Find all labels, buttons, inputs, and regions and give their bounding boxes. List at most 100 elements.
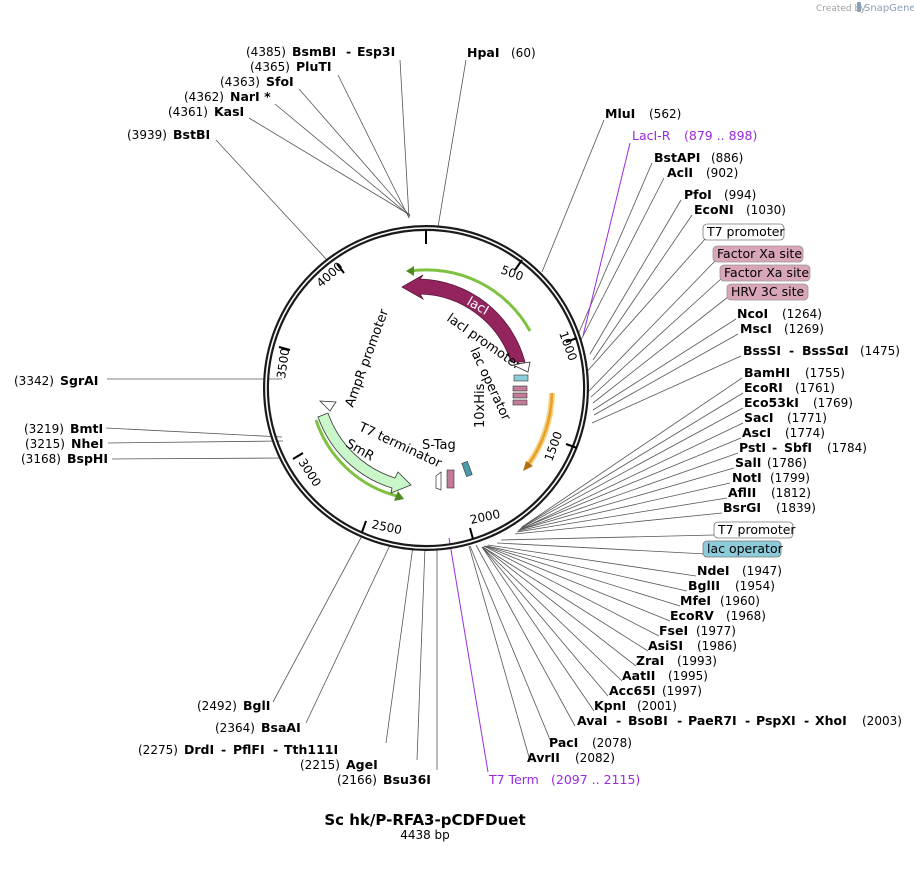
enzyme-mfei[interactable]: MfeI (1960) — [680, 593, 760, 608]
enzyme-bsrgi[interactable]: BsrGI (1839) — [723, 500, 816, 515]
enzyme-ecori[interactable]: EcoRI (1761) — [744, 380, 835, 395]
enzyme-ndei[interactable]: NdeI (1947) — [697, 563, 782, 578]
enzyme-bsssi-bsssai[interactable]: BssSI - BssSαI (1475) — [743, 343, 900, 358]
enzyme-bsmbi-esp3i[interactable]: (4385) BsmBI - Esp3I — [246, 44, 395, 59]
enzyme-bsphi[interactable]: (3168) BspHI — [21, 451, 108, 466]
enzyme-ncoi[interactable]: NcoI (1264) — [737, 306, 822, 321]
s-tag-box — [461, 461, 473, 477]
enzyme-name: AsiSI — [648, 638, 683, 653]
enzyme-msci[interactable]: MscI (1269) — [740, 321, 824, 336]
smr-gene-arrow[interactable] — [317, 412, 412, 494]
enzyme-hpai[interactable]: HpaI (60) — [467, 45, 536, 60]
enzyme-name: MluI — [605, 106, 635, 121]
primer-range: (879 .. 898) — [684, 128, 757, 143]
enzyme-bstapi[interactable]: BstAPI (886) — [654, 150, 743, 165]
feature-t7-promoter-2[interactable]: T7 promoter — [713, 521, 796, 539]
enzyme-bglii[interactable]: BglII (1954) — [688, 578, 775, 593]
enzyme-bgli[interactable]: (2492) BglI — [197, 698, 270, 713]
primer-name: T7 Term — [488, 772, 539, 787]
feature-t7-promoter-1[interactable]: T7 promoter — [702, 223, 785, 241]
svg-text:-: - — [616, 713, 621, 728]
enzyme-paci[interactable]: PacI (2078) — [549, 735, 632, 750]
svg-text:lac operator: lac operator — [707, 541, 784, 556]
enzyme-ecorv[interactable]: EcoRV (1968) — [670, 608, 766, 623]
enzyme-eco53ki[interactable]: Eco53kI (1769) — [744, 395, 853, 410]
enzyme-kpni[interactable]: KpnI (2001) — [594, 698, 677, 713]
enzyme-zrai[interactable]: ZraI (1993) — [636, 653, 717, 668]
enzyme-kasi[interactable]: (4361) KasI — [168, 104, 244, 119]
enzyme-bamhi[interactable]: BamHI (1755) — [744, 365, 845, 380]
enzyme-agei[interactable]: (2215) AgeI — [300, 757, 378, 772]
enzyme-name: SbfI — [784, 440, 812, 455]
enzyme-name: PstI — [739, 440, 766, 455]
enzyme-bmti[interactable]: (3219) BmtI — [24, 421, 103, 436]
primer-name: LacI-R — [632, 128, 671, 143]
enzyme-pfoi[interactable]: PfoI (994) — [684, 187, 756, 202]
laci-gene-arrow[interactable] — [401, 274, 526, 363]
enzyme-bsaai[interactable]: (2364) BsaAI — [215, 720, 301, 735]
enzyme-name: AvrII — [527, 750, 560, 765]
smr-orf-arrow — [314, 419, 398, 498]
enzyme-name: Esp3I — [357, 44, 395, 59]
enzyme-pluti[interactable]: (4365) PluTI — [250, 59, 332, 74]
enzyme-sali[interactable]: SalI (1786) — [735, 455, 807, 470]
enzyme-position: (4363) — [220, 75, 260, 89]
enzyme-aflii[interactable]: AflII (1812) — [728, 485, 811, 500]
enzyme-bstbi[interactable]: (3939) BstBI — [127, 127, 210, 142]
enzyme-name: NheI — [71, 436, 104, 451]
enzyme-name: AclI — [667, 165, 693, 180]
enzyme-avrii[interactable]: AvrII (2082) — [527, 750, 615, 765]
enzyme-sgrai[interactable]: (3342) SgrAI — [14, 373, 98, 388]
enzyme-position: (1475) — [860, 344, 900, 358]
enzyme-nari[interactable]: (4362) NarI * — [184, 89, 271, 104]
enzyme-name: PspXI — [756, 713, 796, 728]
feature-lac-operator[interactable]: lac operator — [702, 540, 784, 558]
site-box-2 — [512, 392, 528, 399]
svg-text:-: - — [677, 713, 682, 728]
site-box-3 — [512, 399, 528, 406]
primer-t7-term[interactable]: T7 Term (2097 .. 2115) — [488, 772, 640, 787]
svg-text:-: - — [804, 713, 809, 728]
lac-operator-box — [513, 374, 529, 382]
enzyme-name: BssSI — [743, 343, 781, 358]
feature-factor-xa-site-1[interactable]: Factor Xa site — [712, 245, 804, 263]
enzyme-fsei[interactable]: FseI (1977) — [659, 623, 736, 638]
enzyme-position: (3215) — [25, 437, 65, 451]
feature-factor-xa-site-2[interactable]: Factor Xa site — [719, 264, 811, 282]
enzyme-saci[interactable]: SacI (1771) — [744, 410, 827, 425]
enzyme-name: Acc65I — [609, 683, 656, 698]
orange-orf-arrowhead — [523, 461, 533, 471]
enzyme-psti-sbfi[interactable]: PstI - SbfI (1784) — [739, 440, 867, 455]
enzyme-sfoi[interactable]: (4363) SfoI — [220, 74, 294, 89]
enzyme-name: AvaI — [577, 713, 607, 728]
leader-lines — [105, 59, 744, 770]
enzyme-noti[interactable]: NotI (1799) — [732, 470, 810, 485]
enzyme-asci[interactable]: AscI (1774) — [742, 425, 825, 440]
enzyme-position: (2082) — [575, 751, 615, 765]
enzyme-acc65i[interactable]: Acc65I (1997) — [609, 683, 702, 698]
enzyme-position: (1799) — [770, 471, 810, 485]
enzyme-name: PaeR7I — [688, 713, 737, 728]
feature-hrv-3c-site[interactable]: HRV 3C site — [726, 283, 809, 301]
enzyme-avai-group[interactable]: AvaI - BsoBI - PaeR7I - PspXI - XhoI (20… — [577, 713, 902, 728]
enzyme-mlui[interactable]: MluI (562) — [605, 106, 681, 121]
enzyme-position: (2364) — [215, 721, 255, 735]
enzyme-name: BmtI — [70, 421, 103, 436]
enzyme-name: Tth111I — [284, 742, 338, 757]
enzyme-drdi-group[interactable]: (2275) DrdI - PflFI - Tth111I — [138, 742, 338, 757]
enzyme-name: PacI — [549, 735, 578, 750]
enzyme-name: PfoI — [684, 187, 712, 202]
enzyme-aatii[interactable]: AatII (1995) — [622, 668, 708, 683]
enzyme-position: (1264) — [782, 307, 822, 321]
enzyme-name: SalI — [735, 455, 761, 470]
enzyme-bsu36i[interactable]: (2166) Bsu36I — [337, 772, 431, 787]
enzyme-nhei[interactable]: (3215) NheI — [25, 436, 104, 451]
enzyme-position: (994) — [724, 188, 756, 202]
enzyme-acli[interactable]: AclI (902) — [667, 165, 738, 180]
enzyme-position: (562) — [649, 107, 681, 121]
enzyme-asisi[interactable]: AsiSI (1986) — [648, 638, 737, 653]
enzyme-econi[interactable]: EcoNI (1030) — [694, 202, 786, 217]
enzyme-name: BsoBI — [628, 713, 668, 728]
primer-laci-r[interactable]: LacI-R (879 .. 898) — [632, 128, 757, 143]
enzyme-name: Eco53kI — [744, 395, 799, 410]
